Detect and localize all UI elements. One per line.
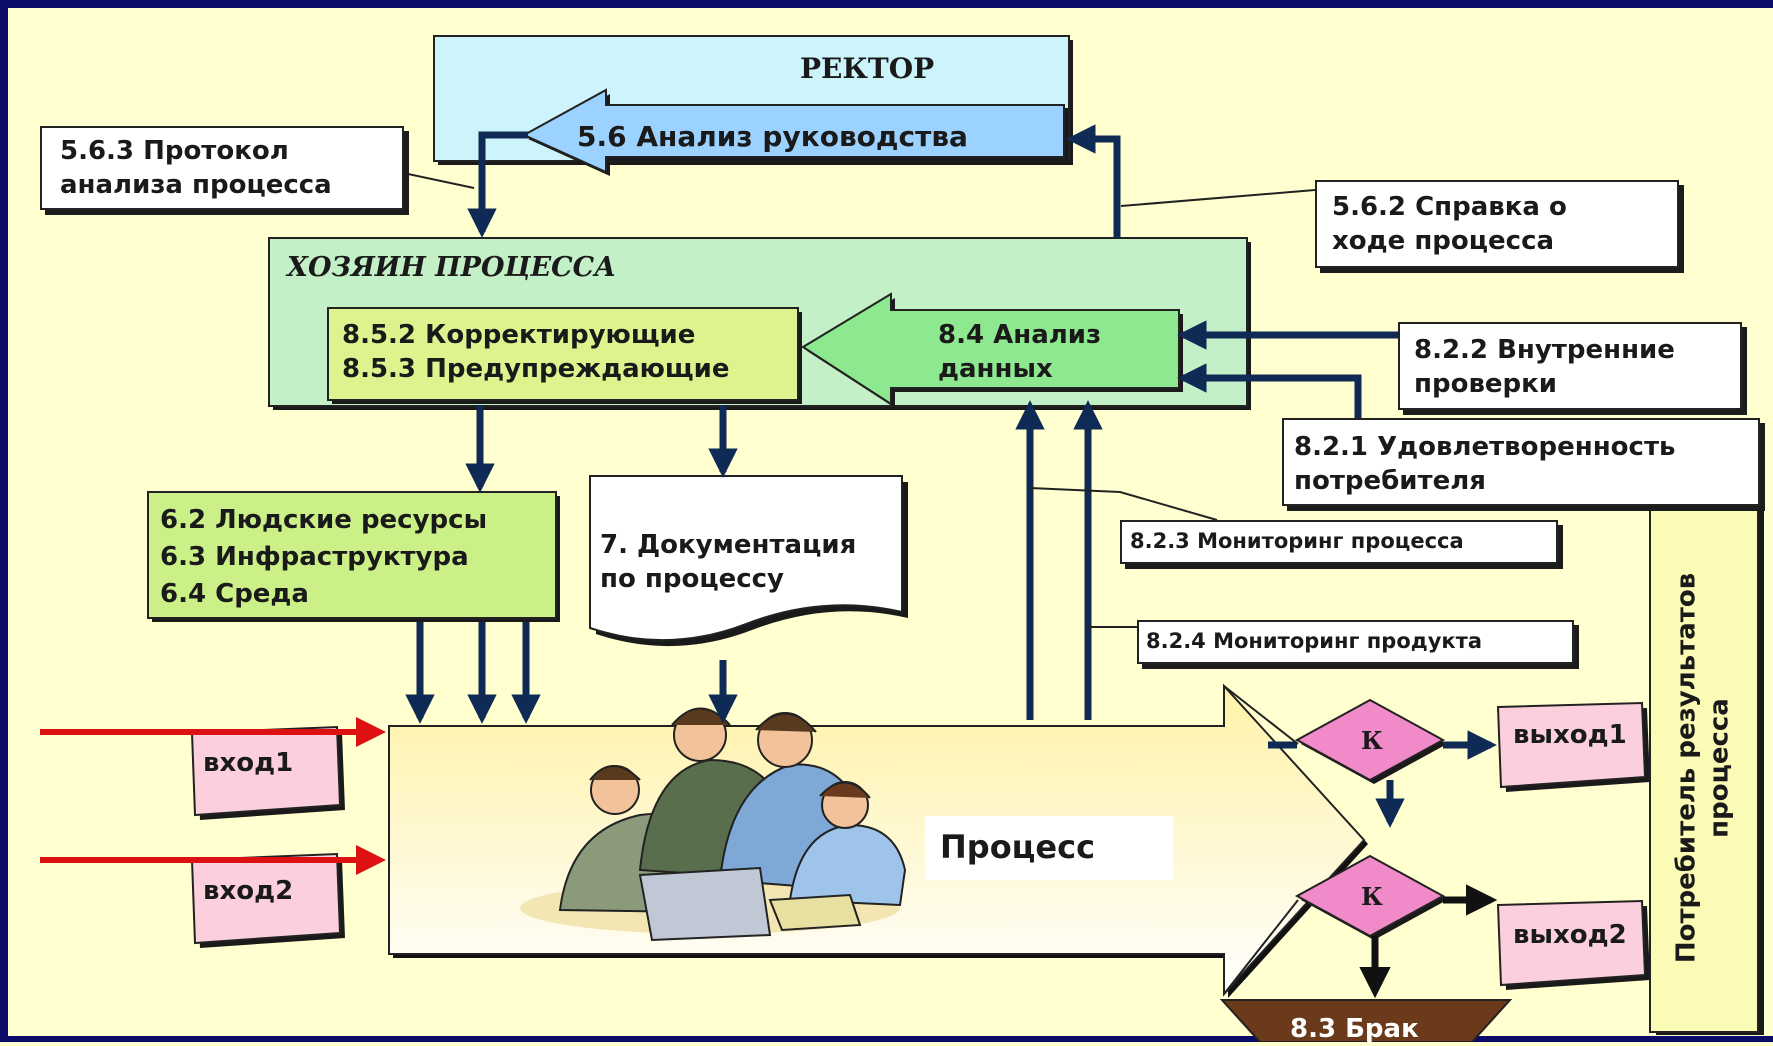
process-label-band xyxy=(925,816,1173,880)
process-report-label: 5.6.2 Справка о ходе процесса xyxy=(1332,190,1567,259)
resources-line3: 6.4 Среда xyxy=(160,578,309,609)
lower-flow-edge xyxy=(1223,899,1299,995)
documentation-line2: по процессу xyxy=(600,564,784,595)
data-analysis-line2: данных xyxy=(938,354,1053,385)
process-report-line2: ходе процесса xyxy=(1332,226,1555,257)
process-label: Процесс xyxy=(940,828,1096,866)
resources-line1: 6.2 Людские ресурсы xyxy=(160,505,488,535)
process-report-line1: 5.6.2 Справка о xyxy=(1332,192,1567,222)
output1-label: выход1 xyxy=(1513,720,1627,750)
product-monitoring-label: 8.2.4 Мониторинг продукта xyxy=(1146,629,1482,653)
control-diamond-2 xyxy=(1294,854,1446,938)
documentation-box xyxy=(589,475,903,642)
process-report-box xyxy=(1315,180,1679,268)
input-arrows xyxy=(40,717,386,875)
customer-satisfaction-line2: потребителя xyxy=(1294,466,1486,497)
control-1-label: К xyxy=(1361,726,1383,755)
callout-lines xyxy=(379,167,1316,628)
report-callout-line xyxy=(1120,189,1316,207)
connector-arrows xyxy=(405,124,1497,828)
customer-satisfaction-label: 8.2.1 Удовлетворенность потребителя xyxy=(1294,430,1675,499)
upper-flow-edge xyxy=(1223,685,1299,745)
internal-audit-line1: 8.2.2 Внутренние xyxy=(1414,335,1675,365)
team-illustration xyxy=(520,707,907,942)
input2-label: вход2 xyxy=(203,876,294,906)
documentation-line1: 7. Документация xyxy=(600,530,857,560)
review-protocol-line1: 5.6.3 Протокол xyxy=(60,136,289,166)
review-protocol-line2: анализа процесса xyxy=(60,170,332,201)
corrective-label: 8.5.2 Корректирующие 8.5.3 Предупреждающ… xyxy=(342,318,730,387)
resources-box xyxy=(147,491,557,619)
corrective-line1: 8.5.2 Корректирующие xyxy=(342,320,696,350)
data-analysis-line1: 8.4 Анализ xyxy=(938,320,1102,350)
frame-left-border xyxy=(0,0,8,1042)
satisfaction-to-analysis-arrow xyxy=(1177,363,1362,418)
resources-label: 6.2 Людские ресурсы 6.3 Инфраструктура 6… xyxy=(160,502,487,613)
consumer-line1: Потребитель результатов xyxy=(1671,572,1702,964)
control-2-label: К xyxy=(1361,882,1383,911)
consumer-line2: процесса xyxy=(1705,698,1735,838)
process-arrow-flow-lines xyxy=(1223,685,1299,995)
frame-bottom-border xyxy=(0,1036,1773,1042)
management-review-label: 5.6 Анализ руководства xyxy=(577,120,968,153)
consumer-label: Потребитель результатов процесса xyxy=(1671,573,1738,963)
management-review-arrow xyxy=(521,88,1065,174)
input1-label: вход1 xyxy=(203,748,294,778)
review-protocol-label: 5.6.3 Протокол анализа процесса xyxy=(60,134,332,203)
control-diamond-1 xyxy=(1294,698,1446,782)
internal-audit-line2: проверки xyxy=(1414,369,1557,400)
internal-audit-box xyxy=(1398,322,1742,410)
data-analysis-label: 8.4 Анализ данных xyxy=(938,318,1101,387)
process-owner-title: ХОЗЯИН ПРОЦЕССА xyxy=(287,252,617,283)
consumer-box xyxy=(1649,503,1759,1033)
process-monitoring-label: 8.2.3 Мониторинг процесса xyxy=(1130,529,1464,553)
process-monitoring-box xyxy=(1120,520,1558,564)
defect-output-arrows xyxy=(1359,884,1498,999)
input2-box xyxy=(190,852,342,945)
customer-satisfaction-line1: 8.2.1 Удовлетворенность xyxy=(1294,432,1676,462)
corrective-line2: 8.5.3 Предупреждающие xyxy=(342,354,730,385)
frame-top-border xyxy=(0,0,1773,8)
resources-line2: 6.3 Инфраструктура xyxy=(160,541,469,572)
customer-satisfaction-box xyxy=(1282,418,1760,506)
owner-to-rector-arrow xyxy=(1066,124,1121,238)
rector-title: РЕКТОР xyxy=(800,52,935,85)
product-monitoring-box xyxy=(1137,620,1574,664)
corrective-box xyxy=(327,307,799,401)
review-protocol-box xyxy=(40,126,404,210)
process-monitoring-callout-line xyxy=(1029,487,1218,521)
defect-label: 8.3 Брак xyxy=(1290,1014,1419,1044)
output1-box xyxy=(1496,701,1647,789)
defect-trapezoid xyxy=(1219,999,1513,1042)
output2-box xyxy=(1496,899,1647,987)
internal-audit-label: 8.2.2 Внутренние проверки xyxy=(1414,333,1675,402)
output2-label: выход2 xyxy=(1513,920,1627,950)
review-to-owner-arrow xyxy=(467,131,528,238)
documentation-label: 7. Документация по процессу xyxy=(600,528,856,597)
